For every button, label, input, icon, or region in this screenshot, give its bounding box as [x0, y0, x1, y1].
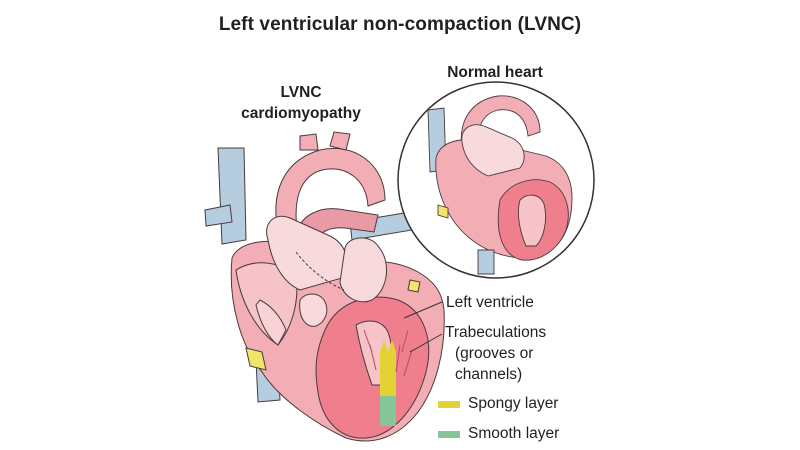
smooth-layer-label: Smooth layer	[468, 425, 560, 442]
lvnc-heading-line1: LVNC	[280, 84, 322, 101]
lvnc-fat-patch	[245, 347, 267, 371]
lvnc-trabeculation-lines	[363, 329, 413, 377]
left-ventricle-leader	[403, 301, 443, 319]
lvnc-right-ventricle-wall	[255, 299, 287, 346]
trabeculations-line3: channels)	[455, 366, 523, 383]
normal-aorta	[460, 95, 541, 151]
lvnc-aorta-branches	[299, 131, 351, 151]
lvnc-spongy-spikes	[380, 340, 396, 352]
trabeculations-line2: (grooves or	[455, 345, 534, 362]
diagram-title: Left ventricular non-compaction (LVNC)	[218, 14, 582, 35]
spongy-layer-swatch	[438, 401, 460, 408]
smooth-layer-swatch	[438, 431, 460, 438]
spongy-layer-label: Spongy layer	[468, 395, 559, 412]
lvnc-valve-leaflets-lower	[299, 293, 328, 327]
lvnc-smooth-layer-band	[380, 396, 396, 426]
normal-inferior-vena-cava	[477, 249, 495, 275]
left-ventricle-label: Left ventricle	[446, 294, 534, 311]
lvnc-valve-dashed	[295, 251, 345, 291]
normal-valve	[461, 124, 525, 177]
normal-ventricle-cavity	[517, 194, 547, 247]
trabeculations-line1: Trabeculations	[445, 324, 547, 341]
lvnc-valve-leaflets	[339, 237, 388, 303]
lvnc-heading: LVNC cardiomyopathy	[236, 82, 366, 124]
normal-heart-heading: Normal heart	[447, 64, 543, 81]
lvnc-pulmonary-vein-left	[204, 204, 233, 227]
lvnc-heart	[204, 131, 445, 442]
trabeculations-label: Trabeculations (grooves or channels)	[445, 322, 546, 385]
lvnc-heading-line2: cardiomyopathy	[241, 105, 361, 122]
lvnc-fat-patch-2	[407, 279, 421, 293]
trabeculations-leader	[409, 333, 443, 353]
normal-heart	[427, 95, 573, 275]
lvnc-aorta	[275, 148, 386, 237]
normal-fat-patch	[437, 204, 449, 219]
lvnc-spongy-layer-band	[380, 352, 396, 396]
